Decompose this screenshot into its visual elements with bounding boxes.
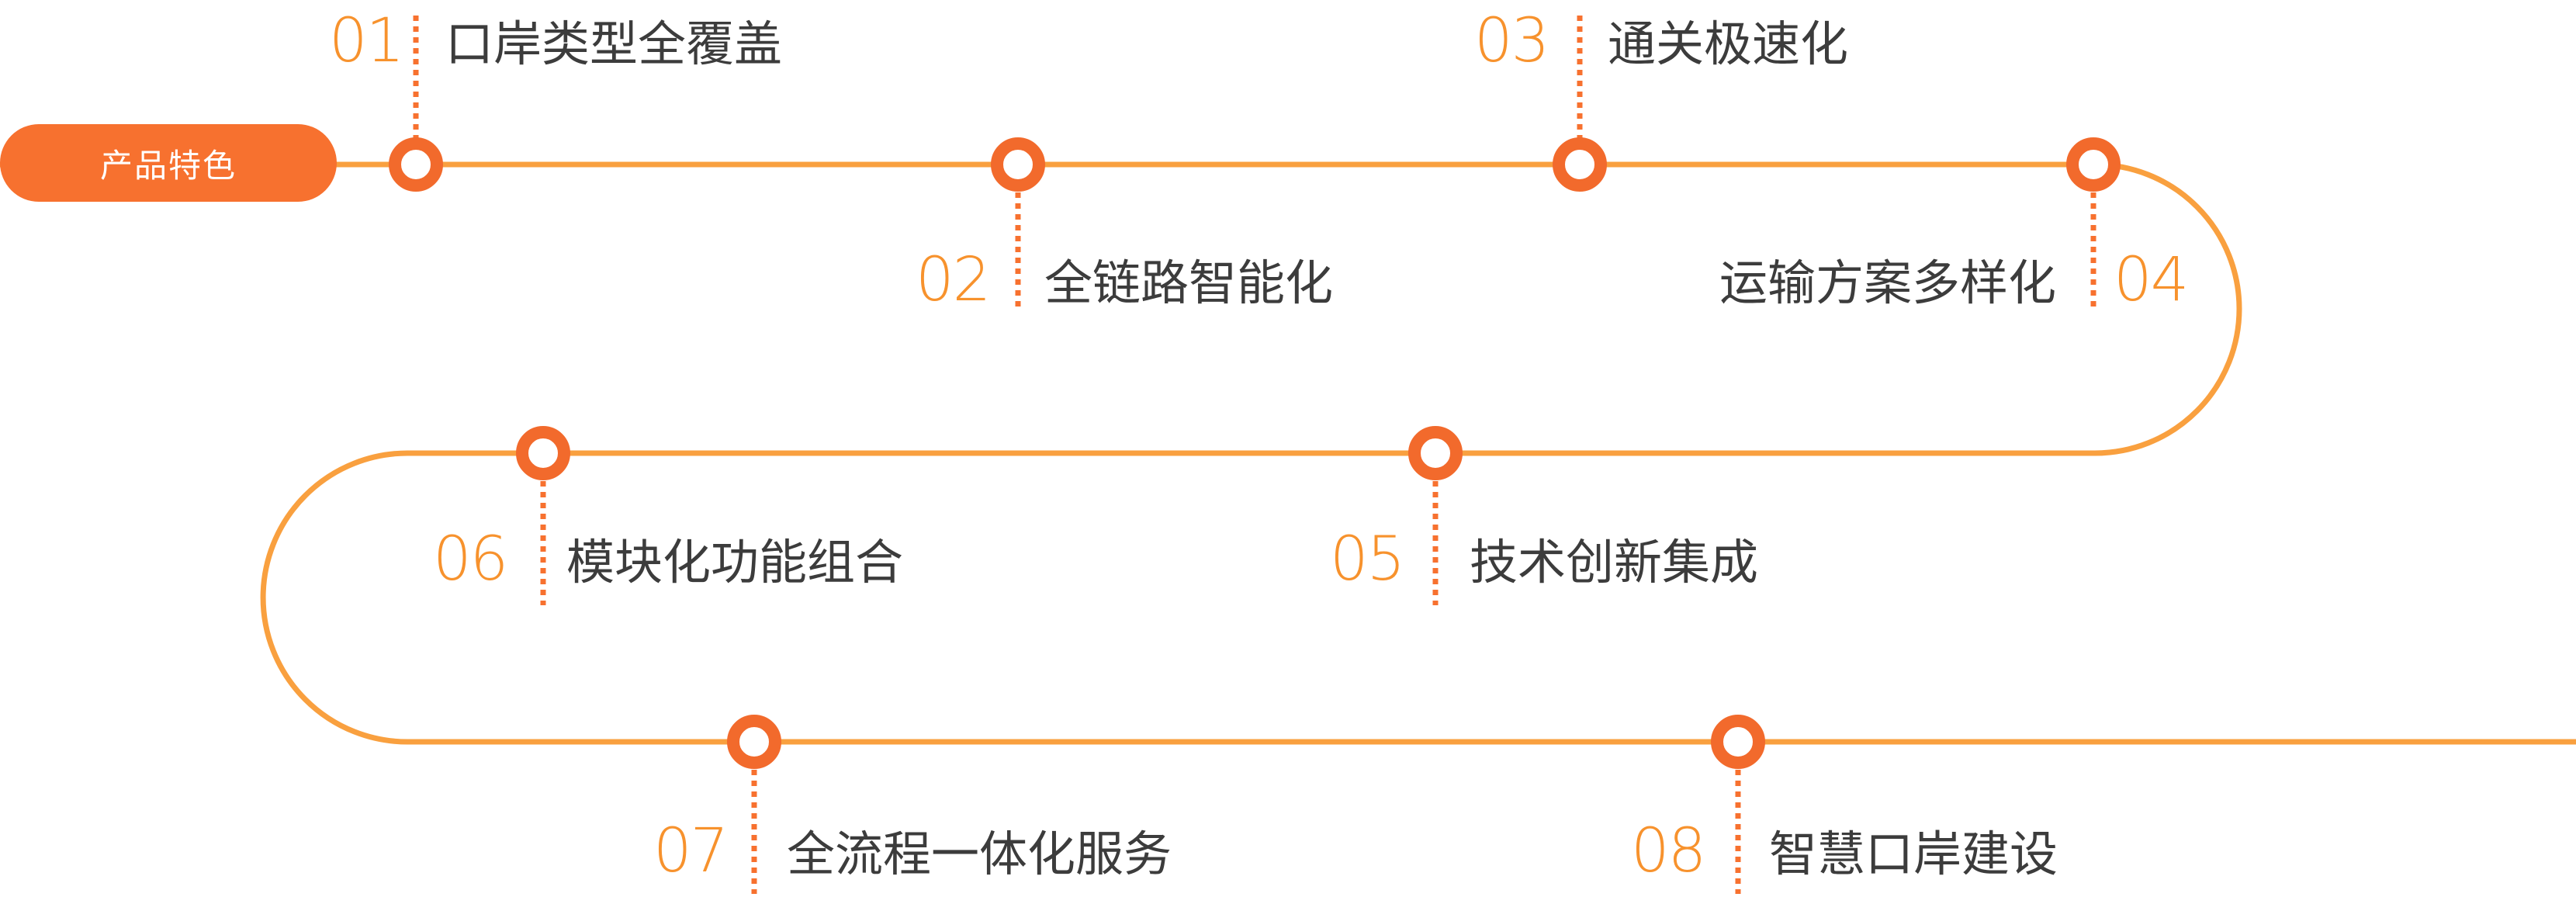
feature-number-04: 04 [2114,245,2189,315]
product-features-badge: 产品特色 [0,124,337,202]
feature-label-04: 运输方案多样化 [1719,255,2057,311]
serpentine-timeline-path [0,161,2576,745]
node-04 [2066,137,2121,192]
connector-lines [413,16,2096,894]
feature-number-06: 06 [433,525,508,594]
node-02 [991,137,1045,192]
node-08 [1711,715,1765,769]
timeline-nodes [389,137,2121,769]
feature-number-07: 07 [653,816,729,886]
feature-number-08: 08 [1631,816,1706,886]
node-07 [727,715,781,769]
node-05 [1408,426,1463,480]
feature-number-01: 01 [329,6,404,76]
feature-number-02: 02 [916,245,991,315]
feature-label-01: 口岸类型全覆盖 [445,16,783,72]
feature-label-07: 全流程一体化服务 [787,826,1172,882]
node-06 [516,426,570,480]
node-03 [1553,137,1607,192]
node-01 [389,137,443,192]
badge-label: 产品特色 [99,146,237,185]
feature-label-06: 模块化功能组合 [566,534,904,590]
feature-label-08: 智慧口岸建设 [1769,826,2058,882]
feature-number-03: 03 [1474,6,1549,76]
feature-number-05: 05 [1330,525,1405,594]
feature-label-03: 通关极速化 [1608,16,1849,72]
feature-label-05: 技术创新集成 [1470,534,1759,590]
feature-label-02: 全链路智能化 [1044,255,1334,311]
